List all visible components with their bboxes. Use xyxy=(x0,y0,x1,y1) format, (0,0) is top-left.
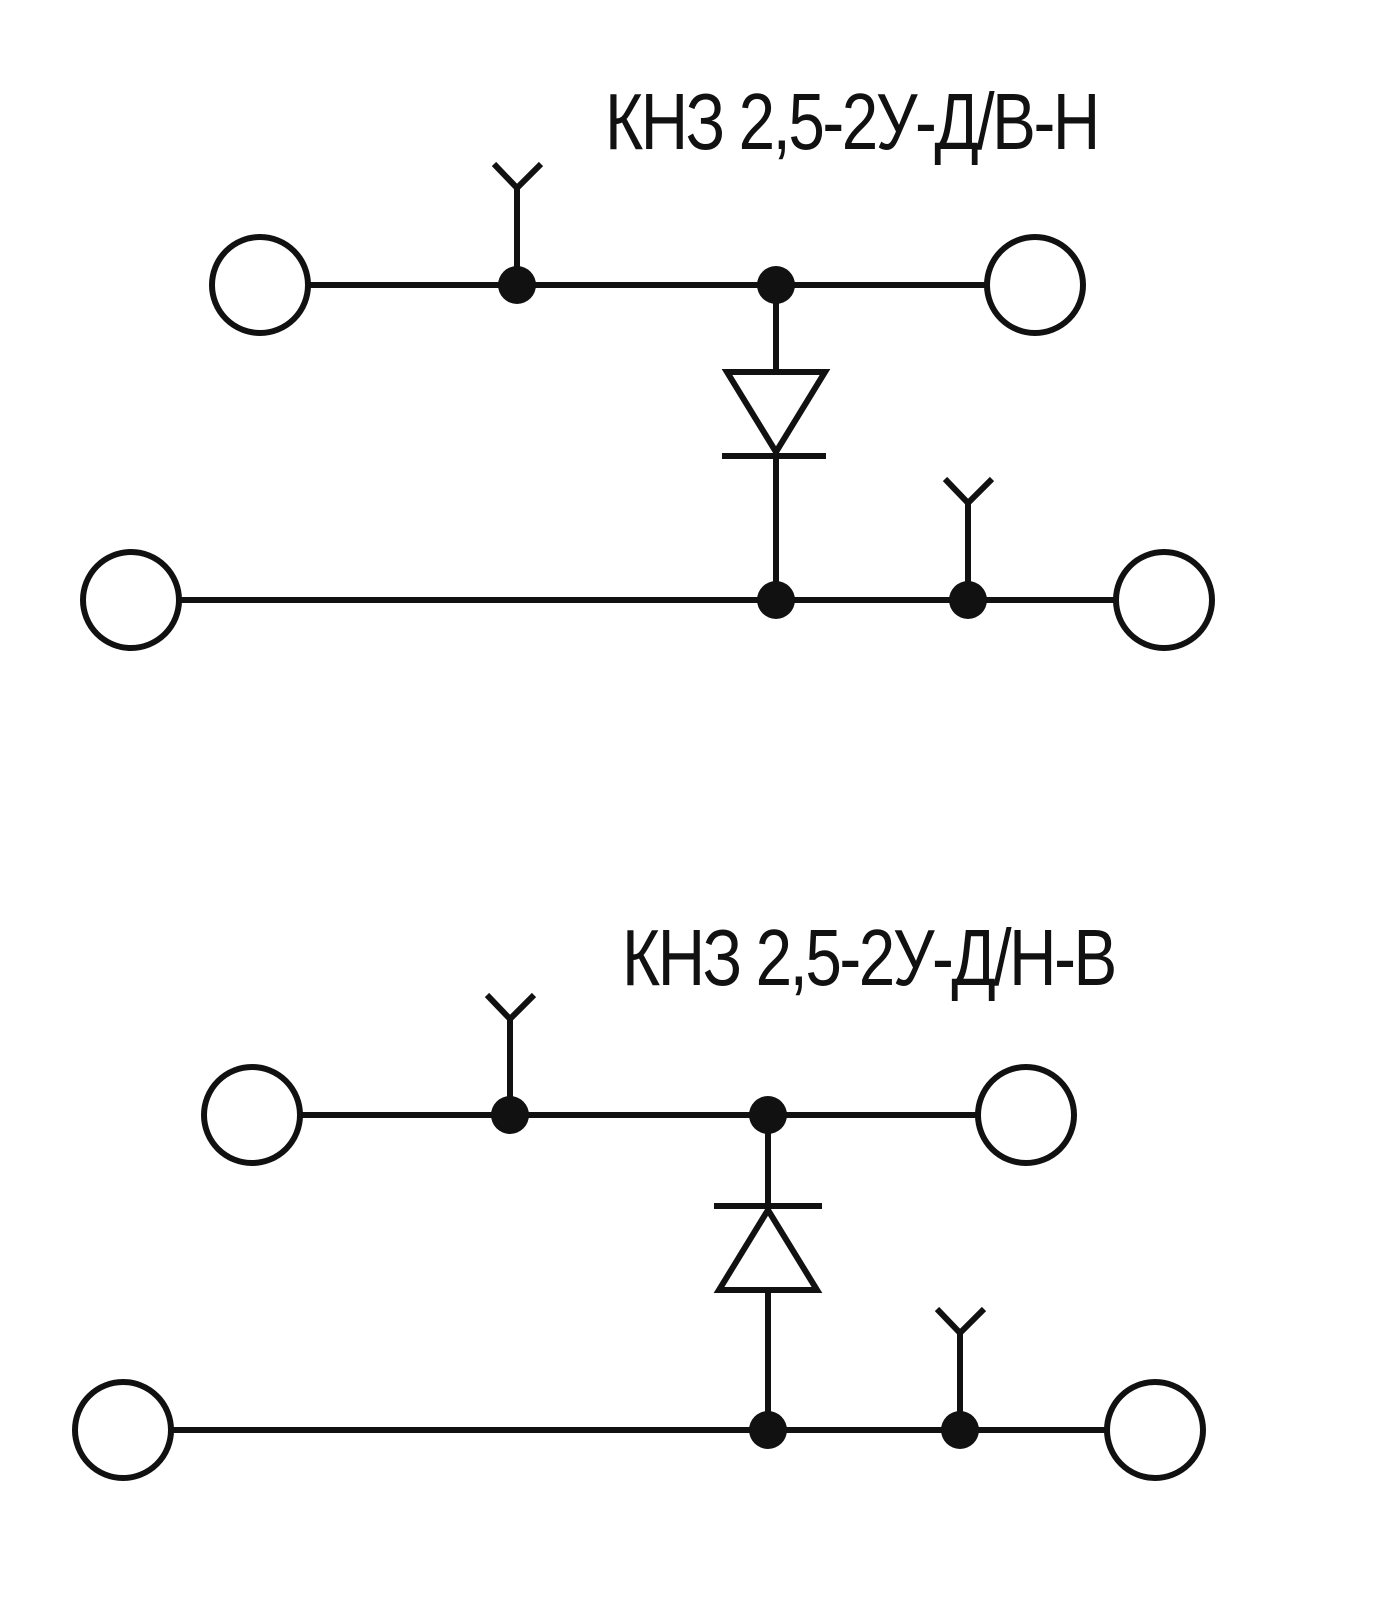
junction-node xyxy=(757,581,795,619)
junction-node xyxy=(749,1411,787,1449)
terminal-bottom-left-2 xyxy=(72,1379,174,1481)
terminal-bottom-right-2 xyxy=(1104,1379,1206,1481)
junction-node xyxy=(949,581,987,619)
junction-node xyxy=(498,266,536,304)
terminal-bottom-right-1 xyxy=(1113,549,1215,651)
junction-node xyxy=(491,1096,529,1134)
terminal-bottom-left-1 xyxy=(80,549,182,651)
diagram-title-2: КНЗ 2,5-2У-Д/Н-В xyxy=(622,913,1117,1002)
diagram-title-1: КНЗ 2,5-2У-Д/В-Н xyxy=(605,77,1100,166)
terminal-top-right-2 xyxy=(975,1064,1077,1166)
terminal-top-left-1 xyxy=(209,234,311,336)
junction-node xyxy=(941,1411,979,1449)
schematic-2 xyxy=(72,992,1206,1481)
diode-triangle-2 xyxy=(713,1204,823,1293)
diode-triangle-1 xyxy=(721,369,831,458)
junction-node xyxy=(749,1096,787,1134)
terminal-top-right-1 xyxy=(984,234,1086,336)
schematic-1 xyxy=(80,161,1215,651)
junction-node xyxy=(757,266,795,304)
terminal-top-left-2 xyxy=(201,1064,303,1166)
